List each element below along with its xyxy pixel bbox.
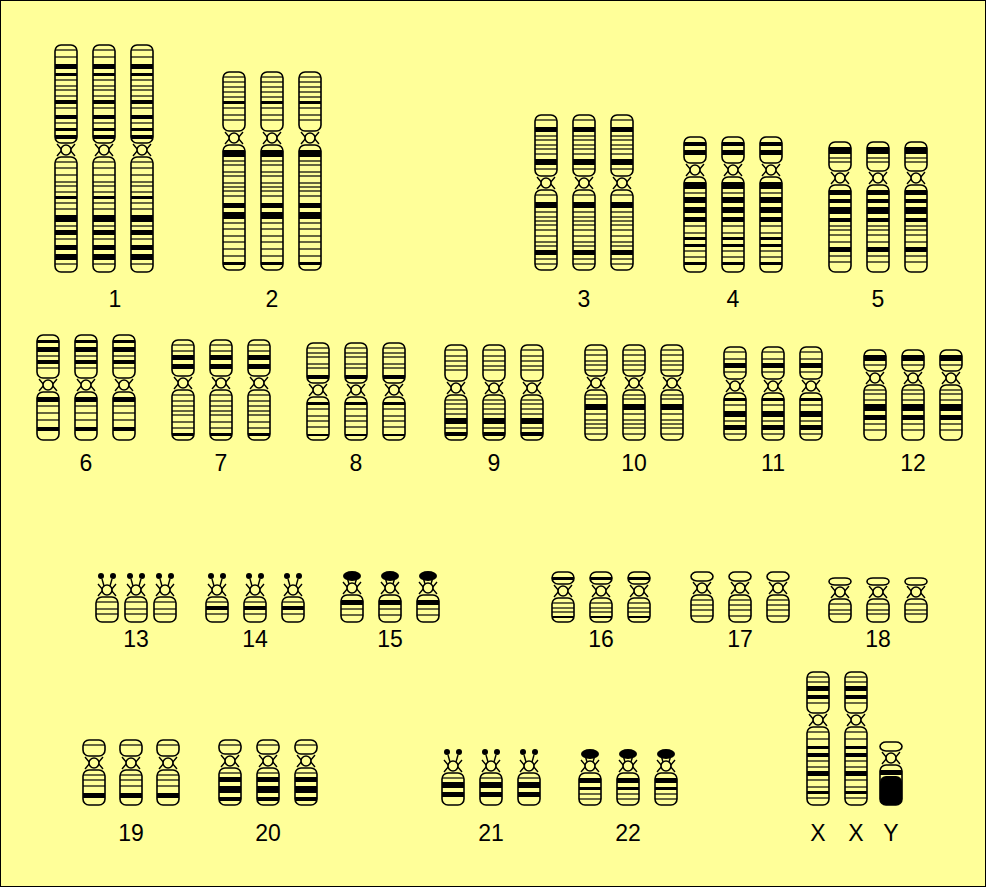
chromosome bbox=[535, 115, 557, 270]
chromosome bbox=[83, 740, 105, 805]
chromosome-number: 16 bbox=[588, 628, 614, 651]
chromosome-number: 5 bbox=[872, 288, 885, 311]
chromosome-number: 21 bbox=[478, 822, 504, 845]
chromosome-number: 6 bbox=[80, 452, 93, 475]
chromosome bbox=[829, 578, 851, 622]
chromosome-number: 17 bbox=[727, 628, 753, 651]
chromosome bbox=[244, 573, 266, 622]
chromosome bbox=[172, 340, 194, 440]
chromosome bbox=[157, 740, 179, 805]
chromosome bbox=[299, 72, 321, 270]
chromosome bbox=[623, 345, 645, 440]
chromosome bbox=[75, 335, 97, 440]
chromosome bbox=[585, 345, 607, 440]
chromosome bbox=[154, 573, 176, 622]
chromosome bbox=[37, 335, 59, 440]
chromosome bbox=[940, 350, 962, 440]
chromosome bbox=[684, 137, 706, 272]
chromosome bbox=[724, 347, 746, 440]
chromosome-set bbox=[37, 45, 962, 805]
chromosome bbox=[442, 749, 464, 805]
chromosome bbox=[113, 335, 135, 440]
chromosome bbox=[902, 350, 924, 440]
chromosome bbox=[257, 740, 279, 805]
chromosome bbox=[800, 347, 822, 440]
chromosome bbox=[767, 572, 789, 622]
chromosome bbox=[905, 142, 927, 272]
chromosome bbox=[345, 343, 367, 440]
chromosome bbox=[93, 45, 115, 272]
chromosome bbox=[261, 72, 283, 270]
chromosome bbox=[760, 137, 782, 272]
chromosome-number: 4 bbox=[727, 288, 740, 311]
chromosome bbox=[295, 740, 317, 805]
chromosome bbox=[219, 740, 241, 805]
chromosome-number: 20 bbox=[255, 822, 281, 845]
chromosome-number: 10 bbox=[621, 452, 647, 475]
chromosome bbox=[417, 571, 439, 622]
chromosome-number: 22 bbox=[615, 822, 641, 845]
chromosome bbox=[341, 571, 363, 622]
chromosome bbox=[617, 749, 639, 805]
chromosome bbox=[880, 742, 902, 805]
chromosome bbox=[845, 672, 867, 805]
chromosome bbox=[131, 45, 153, 272]
chromosome-number: 9 bbox=[488, 452, 501, 475]
chromosome bbox=[864, 350, 886, 440]
chromosome bbox=[655, 749, 677, 805]
chromosome bbox=[722, 137, 744, 272]
chromosome-number: X bbox=[810, 822, 825, 845]
chromosome bbox=[521, 345, 543, 440]
chromosome bbox=[210, 340, 232, 440]
chromosome-number: 2 bbox=[266, 288, 279, 311]
chromosome bbox=[829, 142, 851, 272]
chromosome bbox=[480, 749, 502, 805]
chromosome bbox=[552, 572, 574, 622]
chromosome-number: 8 bbox=[350, 452, 363, 475]
chromosome-number: 15 bbox=[377, 628, 403, 651]
chromosome bbox=[867, 578, 889, 622]
chromosome bbox=[96, 573, 118, 622]
chromosome-number: 18 bbox=[865, 628, 891, 651]
chromosome bbox=[628, 572, 650, 622]
chromosome bbox=[379, 571, 401, 622]
chromosome-number: 19 bbox=[118, 822, 144, 845]
chromosome bbox=[518, 749, 540, 805]
chromosome bbox=[867, 142, 889, 272]
chromosome-number: 14 bbox=[242, 628, 268, 651]
chromosome bbox=[691, 572, 713, 622]
chromosome bbox=[307, 343, 329, 440]
chromosome bbox=[120, 740, 142, 805]
chromosome bbox=[579, 749, 601, 805]
chromosome bbox=[729, 572, 751, 622]
chromosome bbox=[125, 573, 147, 622]
chromosome bbox=[661, 345, 683, 440]
chromosome bbox=[807, 672, 829, 805]
chromosome bbox=[445, 345, 467, 440]
chromosome-number: 7 bbox=[215, 452, 228, 475]
chromosome bbox=[282, 573, 304, 622]
chromosome-number: 11 bbox=[761, 452, 785, 475]
chromosome bbox=[248, 340, 270, 440]
chromosome-number: Y bbox=[883, 822, 898, 845]
chromosome-number: 1 bbox=[109, 288, 122, 311]
chromosome bbox=[223, 72, 245, 270]
chromosome bbox=[383, 343, 405, 440]
chromosome-number: 3 bbox=[578, 288, 591, 311]
chromosome bbox=[483, 345, 505, 440]
chromosome-number: 13 bbox=[123, 628, 149, 651]
chromosome bbox=[762, 347, 784, 440]
chromosome bbox=[905, 578, 927, 622]
chromosome-number: 12 bbox=[900, 452, 926, 475]
chromosome bbox=[611, 115, 633, 270]
chromosome bbox=[55, 45, 77, 272]
chromosome bbox=[573, 115, 595, 270]
chromosome bbox=[206, 573, 228, 622]
chromosome-number: X bbox=[848, 822, 863, 845]
chromosome bbox=[590, 572, 612, 622]
